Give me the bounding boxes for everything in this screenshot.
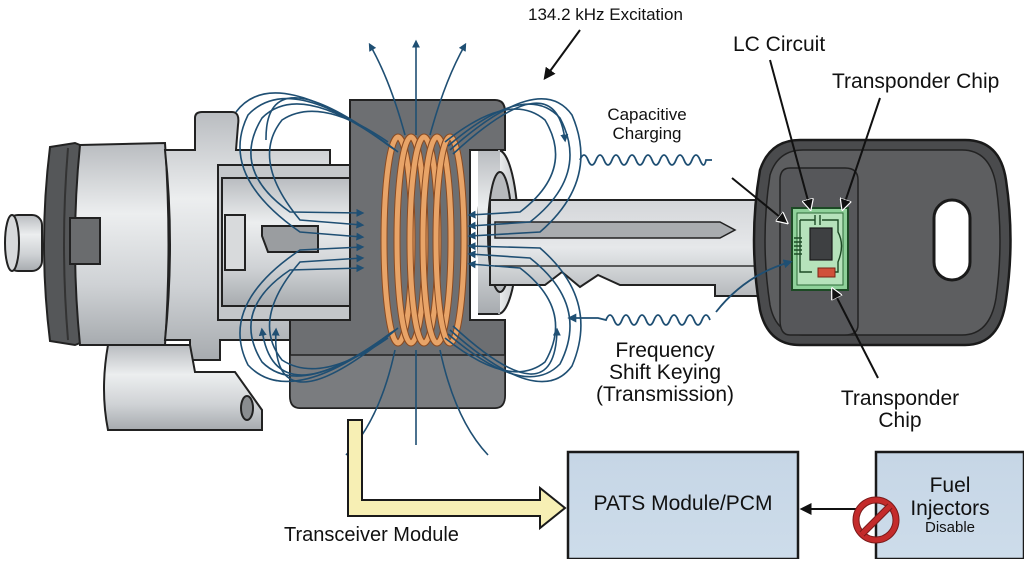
field-line: [368, 42, 406, 136]
ring-groove: [63, 147, 69, 341]
fsk-label: Frequency Shift Keying (Transmission): [590, 339, 740, 407]
transponder-bottom-line2: Chip: [878, 409, 922, 433]
mounting-hole: [240, 395, 254, 421]
fuel-injectors-box[interactable]: [874, 450, 1024, 561]
transceiver-signal-arrow: [347, 419, 567, 531]
capacitive-line1: Capacitive: [607, 105, 687, 124]
fsk-line2: Shift Keying: [608, 361, 722, 385]
copper-coil: [380, 133, 468, 347]
fuel-line2: Injectors: [910, 496, 990, 520]
field-line: [439, 349, 489, 456]
capacitive-charging-arrow: [731, 177, 786, 222]
fsk-line3: (Transmission): [595, 383, 735, 407]
shaft-face: [4, 214, 20, 272]
field-line: [258, 327, 396, 376]
capacitive-wave: [579, 154, 712, 166]
field-line: [444, 108, 557, 219]
barrel-collar: [224, 214, 246, 271]
prohibit-icon: [852, 496, 900, 544]
fuel-injectors-label: Fuel Injectors Disable: [876, 474, 1024, 537]
field-line: [250, 103, 389, 217]
field-line: [265, 97, 399, 153]
field-line: [452, 102, 569, 155]
transponder-chip-board: [791, 207, 849, 291]
field-line: [449, 242, 582, 383]
field-line: [429, 42, 467, 136]
transponder-bottom-line1: Transponder: [840, 387, 960, 410]
dark-ring: [43, 141, 81, 347]
field-line: [449, 98, 582, 240]
coil-turn: [420, 134, 454, 346]
excitation-arrow: [543, 29, 581, 80]
chip-ic: [809, 227, 833, 261]
transponder-chip-top-arrow: [843, 97, 881, 208]
mounting-lug: [103, 344, 263, 431]
capacitive-charging-label: Capacitive Charging: [592, 105, 702, 143]
coil-turn: [433, 134, 467, 346]
fsk-wave: [567, 313, 711, 326]
lc-trace: [799, 215, 843, 273]
cylinder-slot: [69, 217, 101, 265]
fuel-disable-label: Disable: [924, 519, 976, 537]
field-line: [447, 250, 571, 378]
pats-module-label: PATS Module/PCM: [593, 492, 773, 515]
transponder-chip-top-label: Transponder Chip: [832, 70, 1000, 93]
transponder-chip-bottom-arrow: [833, 290, 879, 379]
chip-capacitor: [817, 267, 836, 278]
field-line: [452, 325, 561, 375]
magnetic-field-lines: [235, 39, 582, 456]
transceiver-module-label: Transceiver Module: [284, 524, 459, 546]
lc-circuit-arrow: [769, 59, 810, 208]
fsk-line1: Frequency: [615, 339, 715, 362]
fuel-line1: Fuel: [929, 474, 971, 497]
pats-module-box[interactable]: [566, 450, 800, 561]
leader-arrows: [543, 29, 881, 379]
keyring-hole: [932, 198, 972, 282]
field-line: [444, 260, 557, 373]
blade-groove: [494, 221, 737, 239]
housing-base: [289, 354, 506, 409]
key-fob: [752, 138, 1012, 347]
field-line: [447, 103, 571, 230]
antenna-coil-trace: [794, 237, 802, 255]
keyway-slot: [261, 225, 319, 253]
transponder-chip-bottom-label: Transponder Chip: [830, 387, 970, 433]
excitation-label: 134.2 kHz Excitation: [528, 5, 683, 24]
field-line: [271, 327, 399, 383]
lc-circuit-label: LC Circuit: [733, 33, 826, 56]
fsk-return-curve: [715, 259, 793, 313]
bezel-edges: [478, 149, 498, 315]
field-line: [239, 243, 393, 383]
capacitive-line2: Charging: [612, 124, 682, 144]
